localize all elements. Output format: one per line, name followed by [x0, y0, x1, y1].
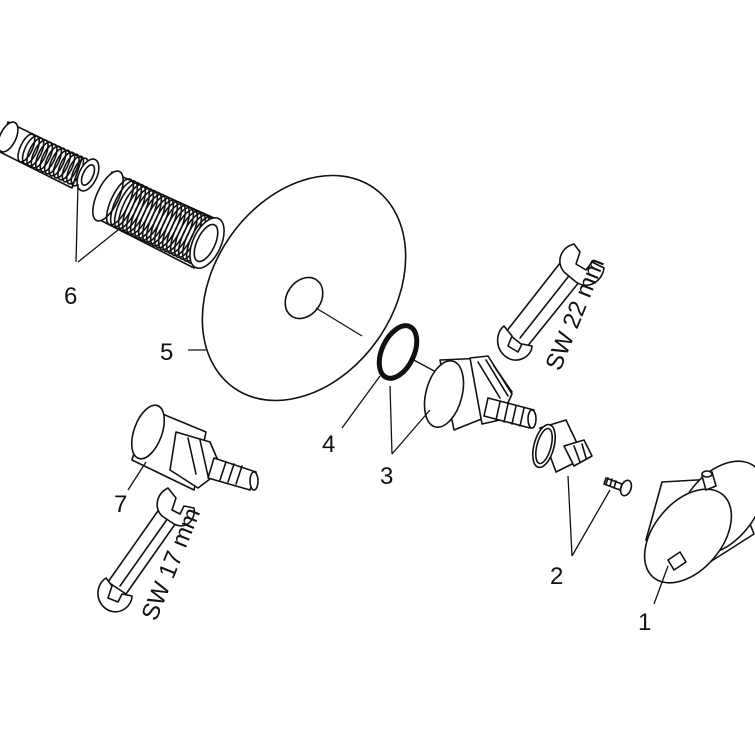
leader-line-1	[653, 565, 669, 605]
sleeve-rib	[21, 135, 41, 165]
leader-lines-2	[567, 475, 611, 557]
sleeve-rib	[26, 137, 45, 167]
sleeve-rib	[48, 147, 67, 177]
callout-6: 6	[64, 283, 77, 310]
extension-sleeve-large	[92, 170, 225, 269]
leader-line-4	[341, 375, 381, 429]
thermostatic-cartridge	[423, 355, 537, 431]
sleeve-rib	[34, 141, 54, 171]
leader-line-7	[127, 461, 147, 491]
callout-3: 3	[380, 463, 393, 490]
sleeve-rib	[57, 151, 76, 181]
wrench-17mm-icon	[97, 487, 196, 613]
sleeve-rib	[39, 143, 58, 173]
extension-piece	[130, 404, 259, 491]
escutcheon-plate	[201, 174, 407, 402]
callout-2: 2	[550, 563, 563, 590]
sleeve-rib	[52, 149, 72, 179]
wrench-22mm-icon	[496, 243, 605, 361]
sleeve-rib	[43, 145, 63, 175]
handle-knob	[643, 460, 755, 584]
sleeve-rib	[17, 133, 36, 163]
adapter-ring	[531, 419, 593, 473]
fixing-screw	[603, 477, 633, 497]
extension-sleeve-small	[0, 121, 100, 192]
sleeve-rib	[61, 153, 80, 183]
callout-1: 1	[638, 609, 651, 636]
leader-lines-3	[389, 385, 431, 455]
callout-5: 5	[160, 339, 173, 366]
o-ring	[376, 323, 437, 381]
callout-4: 4	[322, 431, 335, 458]
sleeve-rib	[30, 139, 49, 169]
leader-lines-6	[75, 183, 119, 263]
callout-7: 7	[114, 491, 127, 518]
